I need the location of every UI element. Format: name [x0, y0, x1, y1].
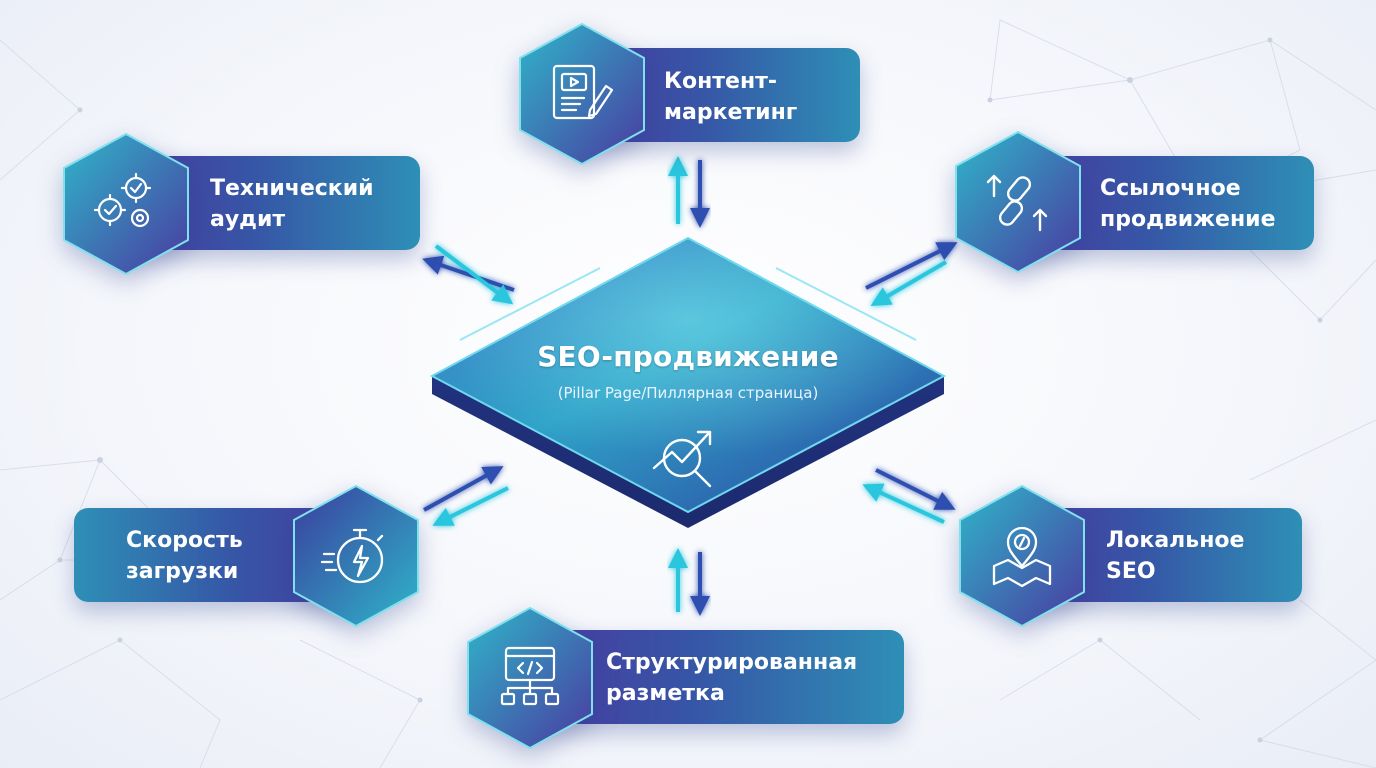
arrow-pair-links [865, 242, 958, 307]
document-video-pencil-icon [552, 64, 614, 120]
node-hex [60, 130, 192, 278]
gears-check-icon [93, 172, 152, 228]
center-pillar-node: SEO-продвижение (Pillar Page/Пиллярная с… [420, 228, 956, 528]
code-window-sitemap-icon [500, 646, 560, 706]
node-label: Контент-маркетинг [664, 69, 798, 125]
chain-link-arrows-icon [986, 174, 1048, 232]
node-hex [952, 128, 1084, 276]
center-subtitle: (Pillar Page/Пиллярная страница) [557, 384, 819, 402]
arrow-pair-local [862, 468, 956, 524]
map-pin-compass-icon [992, 526, 1052, 588]
arrow-pair-speed [423, 466, 509, 526]
center-diamond-shape [429, 236, 947, 528]
node-hex [290, 482, 422, 630]
node-hex [956, 482, 1088, 630]
center-title: SEO-продвижение [537, 340, 839, 373]
growth-chart-magnifier-icon [652, 430, 712, 488]
arrow-pair-content [668, 156, 710, 228]
node-hex [464, 604, 596, 752]
node-hex [516, 20, 648, 168]
stopwatch-lightning-icon [320, 528, 384, 584]
arrow-pair-tech [422, 244, 515, 305]
arrow-pair-schema [668, 548, 710, 616]
